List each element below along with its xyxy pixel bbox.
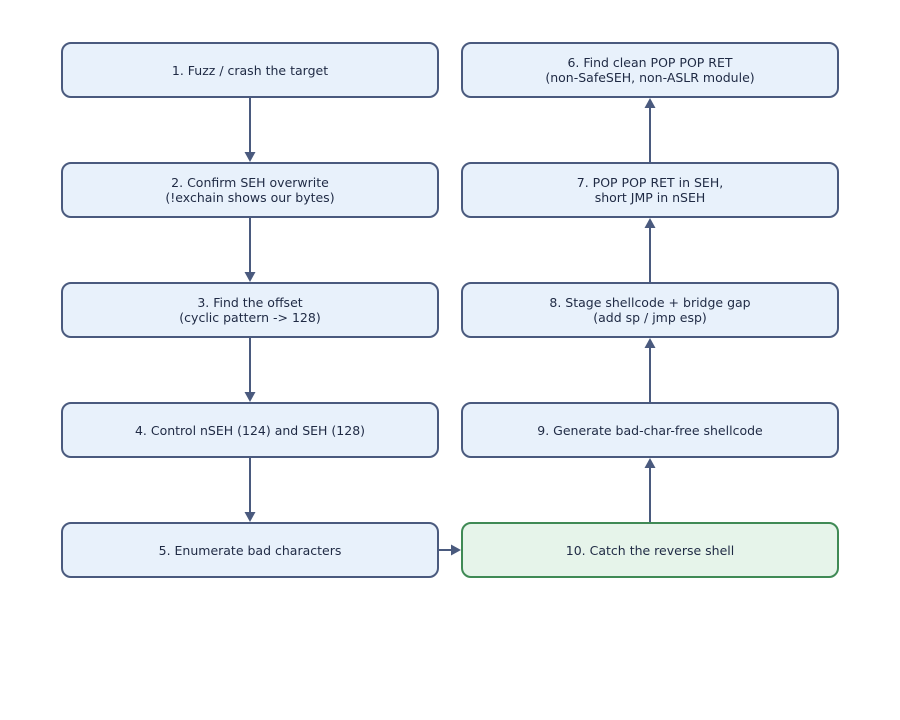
arrowhead-icon [451,544,461,556]
node-label-line: 1. Fuzz / crash the target [171,62,329,78]
node-step-6: 6. Find clean POP POP RET(non-SafeSEH, n… [461,42,839,98]
node-label-line: (cyclic pattern -> 128) [179,310,321,325]
node-step-9: 9. Generate bad-char-free shellcode [461,402,839,458]
node-label-line: (non-SafeSEH, non-ASLR module) [545,70,755,85]
edge-n5-to-n10 [439,544,461,556]
edge-n9-to-n8 [644,338,656,402]
node-step-4: 4. Control nSEH (124) and SEH (128) [61,402,439,458]
edge-n10-to-n9 [644,458,656,522]
arrowhead-icon [244,512,256,522]
edge-n8-to-n7 [644,218,656,282]
node-label-line: 2. Confirm SEH overwrite [171,175,329,190]
node-label-line: (add sp / jmp esp) [593,310,707,325]
node-step-2: 2. Confirm SEH overwrite(!exchain shows … [61,162,439,218]
node-label-line: 9. Generate bad-char-free shellcode [537,422,763,438]
node-label-line: 10. Catch the reverse shell [565,542,735,558]
node-label-line: 6. Find clean POP POP RET [567,55,733,70]
arrowhead-icon [244,152,256,162]
edge-n1-to-n2 [244,98,256,162]
arrowhead-icon [244,392,256,402]
arrowhead-icon [244,272,256,282]
arrowhead-icon [644,338,656,348]
node-step-10: 10. Catch the reverse shell [461,522,839,578]
node-step-5: 5. Enumerate bad characters [61,522,439,578]
edge-n4-to-n5 [244,458,256,522]
node-step-8: 8. Stage shellcode + bridge gap(add sp /… [461,282,839,338]
node-step-1: 1. Fuzz / crash the target [61,42,439,98]
arrowhead-icon [644,218,656,228]
edge-n3-to-n4 [244,338,256,402]
node-label-line: short JMP in nSEH [594,190,706,205]
arrowhead-icon [644,98,656,108]
node-label-line: 5. Enumerate bad characters [158,542,342,558]
node-label-line: 4. Control nSEH (124) and SEH (128) [134,422,366,438]
node-label-line: 3. Find the offset [197,295,303,310]
edge-n7-to-n6 [644,98,656,162]
node-step-3: 3. Find the offset(cyclic pattern -> 128… [61,282,439,338]
node-label-line: 7. POP POP RET in SEH, [576,175,724,190]
node-label-line: (!exchain shows our bytes) [165,190,335,205]
node-label-line: 8. Stage shellcode + bridge gap [549,295,751,310]
edge-n2-to-n3 [244,218,256,282]
arrowhead-icon [644,458,656,468]
node-step-7: 7. POP POP RET in SEH,short JMP in nSEH [461,162,839,218]
